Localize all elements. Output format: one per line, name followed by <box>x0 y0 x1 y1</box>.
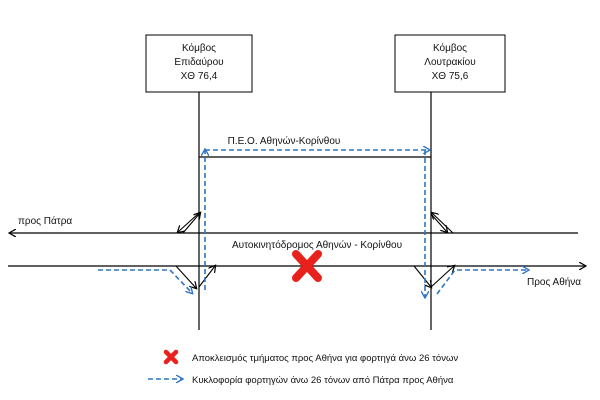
ramp-epidavrou-off-athens <box>175 265 196 288</box>
ramp-epidavrou-on-athens <box>198 266 215 288</box>
legend-red-x-icon <box>163 349 179 365</box>
peo-road-label: Π.Ε.Ο. Αθηνών-Κορίνθου <box>228 135 341 147</box>
ramp-epidavrou-on-patra <box>182 213 200 234</box>
node-epidavrou-line3: ΧΘ 76,4 <box>181 71 218 82</box>
detour-route <box>98 150 528 297</box>
detour-merge <box>436 270 528 295</box>
ramp-loutrakiou-off-patra <box>432 213 454 234</box>
ramp-loutrakiou-on-patra <box>430 213 447 232</box>
node-loutrakiou: Κόμβος Λουτρακίου ΧΘ 75,6 <box>394 34 506 93</box>
legend: Αποκλεισμός τμήματος προς Αθήνα για φορτ… <box>148 349 458 386</box>
closure-mark <box>292 250 322 282</box>
ramp-loutrakiou-on-athens <box>430 266 454 288</box>
legend-closure-text: Αποκλεισμός τμήματος προς Αθήνα για φορτ… <box>192 353 458 364</box>
node-epidavrou-line2: Επιδαύρου <box>174 56 223 68</box>
ramp-loutrakiou-off-athens <box>413 265 431 287</box>
to-patra-label: προς Πάτρα <box>18 215 72 227</box>
node-epidavrou-line1: Κόμβος <box>182 42 216 54</box>
node-loutrakiou-line2: Λουτρακίου <box>424 56 475 68</box>
detour-approach <box>98 269 192 293</box>
to-athens-label: Προς Αθήνα <box>527 276 581 288</box>
legend-detour-text: Κυκλοφορία φορτηγών άνω 26 τόνων από Πάτ… <box>192 375 454 386</box>
ramp-epidavrou-off-patra <box>178 212 200 232</box>
node-epidavrou: Κόμβος Επιδαύρου ΧΘ 76,4 <box>145 34 253 93</box>
node-loutrakiou-line3: ΧΘ 75,6 <box>432 71 469 82</box>
motorway-label: Αυτοκινητόδρομος Αθηνών - Κορίνθου <box>232 239 402 251</box>
red-x-icon <box>292 250 322 282</box>
node-loutrakiou-line1: Κόμβος <box>433 42 467 54</box>
